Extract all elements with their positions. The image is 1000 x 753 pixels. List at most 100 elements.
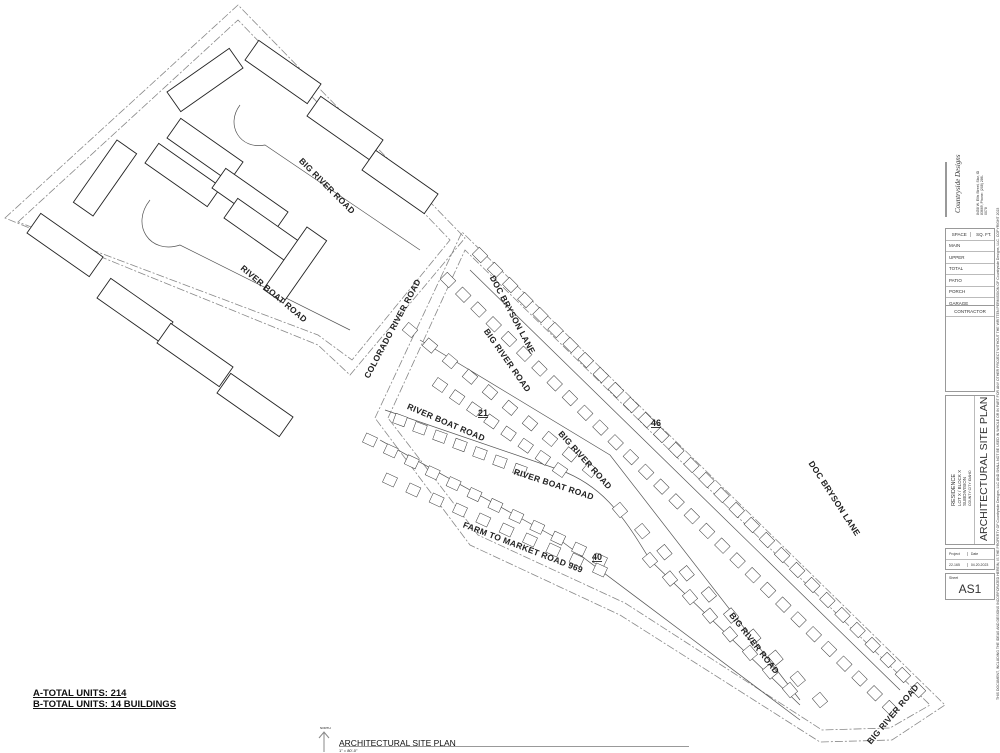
housing-unit <box>638 463 655 480</box>
housing-unit <box>441 353 459 370</box>
project-number: 22-165 <box>949 563 960 567</box>
space-row: TOTAL <box>946 262 994 275</box>
housing-unit <box>421 337 439 354</box>
housing-unit <box>641 551 659 569</box>
housing-unit <box>721 626 739 643</box>
drawing-title: ARCHITECTURAL SITE PLAN <box>339 738 456 748</box>
housing-unit <box>881 699 899 717</box>
housing-unit <box>759 581 777 599</box>
housing-unit <box>412 421 428 436</box>
housing-unit <box>775 596 792 613</box>
housing-unit <box>577 351 594 369</box>
housing-unit <box>383 443 399 459</box>
housing-unit <box>741 644 759 662</box>
space-name: TOTAL <box>949 266 964 272</box>
housing-unit <box>761 663 779 680</box>
housing-unit <box>577 404 594 421</box>
housing-unit <box>550 530 567 546</box>
housing-unit <box>811 691 829 709</box>
subdivision-label: SUBDIVISION <box>962 476 967 506</box>
housing-unit <box>668 493 685 510</box>
housing-unit <box>531 360 548 377</box>
housing-unit <box>551 462 569 478</box>
housing-unit <box>492 454 508 469</box>
space-row: PORCH <box>946 285 994 298</box>
housing-unit <box>571 541 587 557</box>
housing-unit <box>700 586 717 603</box>
sheet-title: ARCHITECTURAL SITE PLAN <box>978 396 990 541</box>
housing-unit <box>713 486 730 504</box>
housing-unit <box>767 649 784 666</box>
housing-unit <box>401 321 419 339</box>
total-units-a: A-TOTAL UNITS: 214 <box>33 688 127 699</box>
housing-unit <box>568 552 585 568</box>
housing-unit <box>452 437 468 453</box>
housing-unit <box>431 377 449 393</box>
housing-unit <box>653 478 670 495</box>
space-row: PATIO <box>946 274 994 286</box>
housing-unit <box>678 565 695 582</box>
housing-unit <box>424 465 441 481</box>
housing-unit <box>498 522 515 538</box>
housing-unit <box>466 487 483 502</box>
apartment-building <box>262 226 328 304</box>
housing-unit <box>562 336 579 354</box>
housing-unit <box>546 375 563 392</box>
housing-unit <box>529 519 546 535</box>
housing-unit <box>849 621 866 639</box>
housing-unit <box>622 396 640 414</box>
housing-unit <box>656 544 673 561</box>
apartment-building <box>216 372 294 438</box>
sheet-number: AS1 <box>958 582 982 596</box>
housing-unit <box>701 607 719 624</box>
drawing-scale: 1" = 80'-0" <box>339 748 358 753</box>
housing-unit <box>432 429 448 444</box>
space-name: GARAGE <box>949 300 969 306</box>
housing-unit <box>790 611 807 628</box>
housing-unit <box>405 482 422 498</box>
date-label: Date <box>966 552 994 556</box>
company-address: 8458 W. Ellis Street, Star, ID 83669, Ph… <box>976 170 988 215</box>
project-label: Project <box>949 552 960 556</box>
company-logo: Countryside Designs <box>954 154 962 213</box>
west-parcel-inner <box>17 19 451 361</box>
housing-unit <box>461 368 479 385</box>
housing-unit <box>681 588 699 606</box>
housing-unit <box>909 681 927 699</box>
housing-unit <box>470 301 487 318</box>
housing-unit <box>487 498 504 513</box>
housing-unit <box>471 246 489 264</box>
housing-unit <box>611 501 629 519</box>
unit-totals: A-TOTAL UNITS: 214 B-TOTAL UNITS: 14 BUI… <box>33 688 176 710</box>
apartment-building <box>156 322 234 388</box>
housing-unit <box>382 472 398 488</box>
housing-unit <box>743 516 760 534</box>
housing-unit <box>773 546 791 564</box>
housing-unit <box>486 261 504 279</box>
road-edge <box>469 269 901 691</box>
housing-unit <box>534 449 551 466</box>
space-name: MAIN <box>949 243 961 249</box>
housing-unit <box>392 412 408 428</box>
space-row: UPPER <box>946 251 994 263</box>
apartment-building <box>72 139 138 217</box>
housing-unit <box>607 434 624 451</box>
apartment-building <box>144 142 222 208</box>
divider <box>974 396 975 544</box>
road-label: BIG RIVER ROAD <box>297 156 357 216</box>
housing-unit <box>532 306 549 324</box>
apartment-building <box>361 149 439 215</box>
housing-unit <box>362 432 378 448</box>
block-unit-count: 21 <box>478 408 488 418</box>
housing-unit <box>502 276 519 294</box>
housing-unit <box>581 461 599 479</box>
space-header: SPACE <box>951 231 967 237</box>
block-unit-count: 40 <box>592 552 602 562</box>
total-units-b: B-TOTAL UNITS: 14 BUILDINGS <box>33 699 177 710</box>
housing-unit <box>789 561 806 579</box>
housing-unit <box>834 606 851 624</box>
housing-unit <box>683 456 700 474</box>
apartment-building <box>166 47 244 113</box>
space-name: PATIO <box>949 277 962 283</box>
housing-unit <box>481 384 499 401</box>
